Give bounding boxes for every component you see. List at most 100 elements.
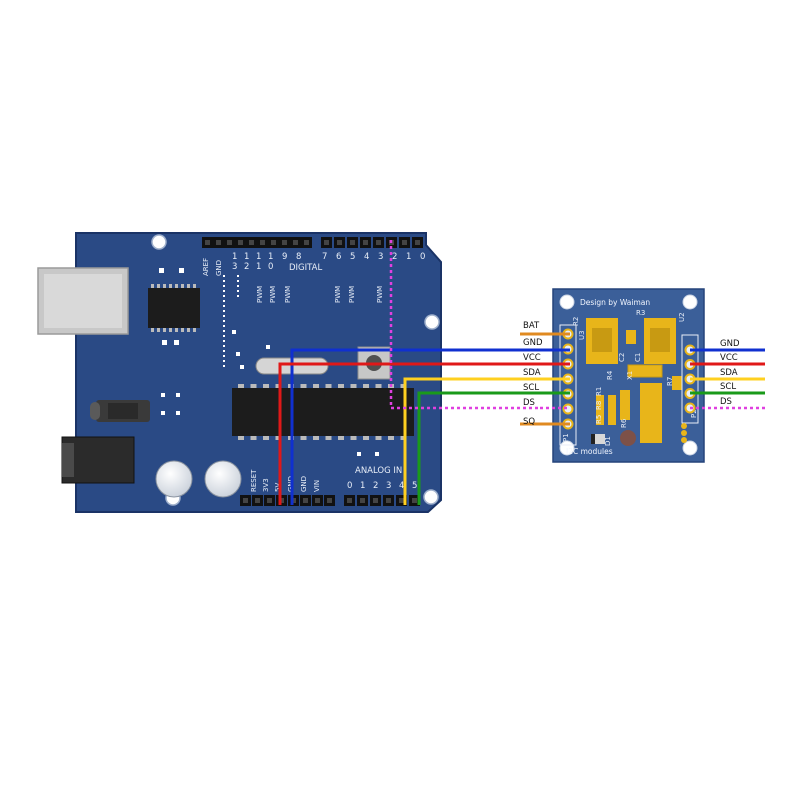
digital-pin-label: 4 — [364, 252, 369, 262]
digital-pin-label: 3 — [232, 262, 237, 272]
digital-pin-label: 7 — [322, 252, 327, 262]
power-pin-label: 5V — [274, 483, 282, 492]
analog-pin-label: 1 — [360, 481, 365, 491]
module-right-pin-label: SDA — [720, 368, 738, 378]
module-designator: D1 — [604, 436, 612, 446]
module-designator: C1 — [634, 353, 642, 362]
wire-vcc — [278, 362, 570, 505]
module-left-pin-label: GND — [523, 338, 543, 348]
module-designator: R7 — [666, 377, 674, 386]
analog-pin-label: 3 — [386, 481, 391, 491]
usb-chip — [148, 284, 200, 332]
pwm-label: PWM — [269, 286, 277, 303]
digital-pin-label: 1 — [244, 252, 249, 262]
module-left-pin-label: BAT — [523, 321, 540, 331]
module-left-pin-label: SDA — [523, 368, 541, 378]
digital-pin-label: 2 — [392, 252, 397, 262]
module-small-part — [626, 330, 636, 344]
digital-pin-label: 0 — [268, 262, 273, 272]
mounting-hole — [424, 314, 440, 330]
digital-pin-label: 2 — [244, 262, 249, 272]
atmega-chip — [232, 384, 414, 440]
analog-header — [344, 495, 420, 506]
analog-pin-label: 0 — [347, 481, 352, 491]
digital-header — [202, 237, 423, 248]
digital-pin-label: 1 — [268, 252, 273, 262]
module-designator: R4 — [606, 370, 614, 380]
wire-gnd — [290, 348, 570, 505]
analog-pin-label: 4 — [399, 481, 404, 491]
module-left-pin-labels: BAT GND VCC SDA SCL DS SQ — [523, 321, 543, 427]
module-designator: R1 — [595, 387, 603, 396]
pwm-label: PWM — [256, 286, 264, 303]
digital-pin-label: 1 — [232, 252, 237, 262]
module-diode — [591, 434, 605, 444]
module-left-pin-label: DS — [523, 398, 535, 408]
pwm-label: PWM — [284, 286, 292, 303]
module-designator: R2 — [572, 317, 580, 326]
module-title: Design by Waiman — [580, 298, 650, 307]
module-designator: P1 — [562, 433, 570, 442]
module-designator: U3 — [578, 330, 586, 340]
analog-in-label: ANALOG IN — [355, 466, 402, 476]
power-pin-label: GND — [300, 476, 308, 492]
module-small-part — [596, 395, 604, 425]
module-right-pin-label: VCC — [720, 353, 738, 363]
module-left-pin-label: VCC — [523, 353, 541, 363]
digital-pin-label: 9 — [282, 252, 287, 262]
wire-sda — [403, 377, 570, 505]
power-pin-label: RESET — [250, 469, 258, 492]
digital-pin-label: 8 — [296, 252, 301, 262]
analog-pin-label: 2 — [373, 481, 378, 491]
module-designator: P2 — [690, 409, 698, 418]
module-ic-u2 — [644, 318, 676, 364]
analog-pin-label: 5 — [412, 481, 417, 491]
module-extra-pads — [681, 423, 687, 443]
module-designator: C2 — [618, 353, 626, 362]
capacitor — [155, 460, 193, 498]
module-small-part — [620, 390, 630, 420]
module-right-pin-label: GND — [720, 339, 740, 349]
module-small-part — [608, 395, 616, 425]
power-pin-label: 3V3 — [262, 478, 270, 492]
module-designator: R6 — [620, 418, 628, 428]
module-designator: R8 — [595, 401, 603, 410]
module-small-part — [672, 376, 682, 390]
digital-pin-label: GND — [215, 260, 223, 276]
module-left-pin-label: SQ — [523, 417, 535, 427]
wire-ds — [389, 240, 540, 410]
module-footer: I2C modules — [566, 447, 613, 456]
module-mounting-hole — [682, 294, 698, 310]
module-designator: R5 — [595, 415, 603, 424]
module-designator: U2 — [678, 312, 686, 322]
digital-pin-label: 0 — [420, 252, 425, 262]
digital-pin-label: 1 — [256, 252, 261, 262]
module-designator: R3 — [636, 309, 645, 317]
digital-pin-label: 6 — [336, 252, 341, 262]
digital-pin-label: 3 — [378, 252, 383, 262]
pwm-label: PWM — [376, 286, 384, 303]
module-crystal — [640, 383, 662, 443]
wires — [278, 240, 765, 505]
module-led — [620, 430, 636, 446]
digital-label: DIGITAL — [289, 263, 322, 273]
voltage-regulator — [90, 400, 150, 422]
module-mounting-hole — [559, 294, 575, 310]
module-right-pin-label: DS — [720, 397, 732, 407]
module-mounting-hole — [682, 440, 698, 456]
mounting-hole — [151, 234, 167, 250]
module-designator: X1 — [626, 371, 634, 380]
digital-pin-label: 5 — [350, 252, 355, 262]
digital-pin-label: 1 — [256, 262, 261, 272]
digital-pin-label: AREF — [202, 258, 210, 276]
mounting-hole — [423, 489, 439, 505]
module-ic-u3 — [586, 318, 618, 364]
module-right-pin-label: SCL — [720, 382, 736, 392]
module-left-pin-label: SCL — [523, 383, 539, 393]
module-right-pin-labels: GND VCC SDA SCL DS — [720, 339, 740, 407]
